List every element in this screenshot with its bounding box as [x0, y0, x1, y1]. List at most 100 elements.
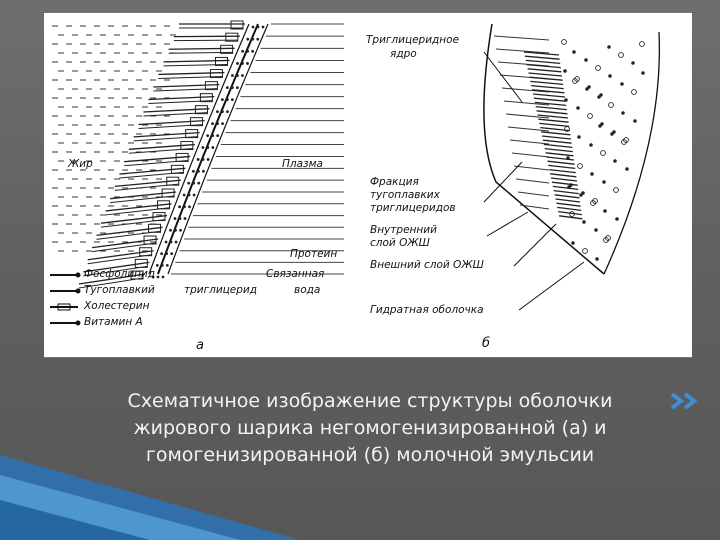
- water-dot: [261, 25, 265, 29]
- lipid-head: [199, 93, 213, 103]
- dense-layer: [548, 164, 576, 170]
- water-dot: [241, 49, 245, 53]
- particle: [595, 65, 601, 71]
- leader-line: [518, 261, 585, 311]
- lipid-tail: [110, 191, 177, 200]
- particle: [561, 39, 567, 45]
- dense-layer: [526, 63, 561, 69]
- legend-symbol: [75, 288, 81, 294]
- dense-layer: [536, 110, 568, 115]
- panel-b-drawing: [483, 23, 661, 311]
- particle: [641, 71, 645, 75]
- particle: [610, 132, 614, 136]
- water-dot: [156, 275, 160, 279]
- leader-line: [483, 161, 523, 203]
- water-dot: [216, 110, 219, 114]
- lipid-tail: [143, 108, 210, 113]
- dense-layer: [544, 147, 573, 153]
- dense-layer: [551, 181, 578, 186]
- core-ray: [515, 178, 550, 184]
- lipid-head: [175, 152, 189, 162]
- particle: [639, 41, 645, 47]
- dense-layer: [541, 131, 571, 136]
- water-dot: [230, 98, 234, 102]
- particle: [569, 183, 573, 187]
- water-dot: [236, 62, 239, 65]
- lipid-tail: [105, 203, 172, 212]
- water-dot: [225, 86, 229, 90]
- particle: [600, 122, 604, 126]
- water-dot: [246, 49, 250, 53]
- label-phospholipid: Фосфолипид: [84, 268, 156, 280]
- water-dot: [251, 49, 255, 53]
- water-dot: [170, 252, 174, 256]
- label-plasma: Плазма: [282, 158, 323, 170]
- lipid-tail: [87, 254, 152, 265]
- water-dot: [173, 217, 177, 220]
- water-dot: [241, 62, 244, 65]
- particle: [567, 185, 571, 189]
- dense-layer: [528, 72, 563, 77]
- particle: [621, 111, 625, 115]
- lipid-head: [148, 223, 162, 233]
- water-dot: [192, 193, 196, 197]
- dense-layer: [530, 80, 564, 86]
- leader-line: [486, 211, 529, 237]
- lipid-tail: [138, 120, 205, 126]
- dense-layer: [549, 168, 576, 174]
- particle: [579, 193, 583, 197]
- water-dot: [165, 263, 169, 267]
- water-dot: [235, 86, 239, 90]
- lipid-head: [220, 44, 234, 54]
- particle: [572, 50, 576, 54]
- label-triglyceride: триглицерид: [184, 284, 258, 296]
- water-dot: [179, 228, 182, 232]
- dense-layer: [537, 114, 569, 119]
- legend-symbol: [75, 272, 81, 278]
- dense-layer: [550, 177, 578, 182]
- lipid-tail: [148, 96, 215, 101]
- dense-layer: [525, 59, 561, 65]
- lipid-tail: [128, 143, 195, 150]
- lipid-head: [185, 129, 199, 139]
- water-dot: [206, 158, 210, 161]
- water-dot: [246, 37, 250, 41]
- particle: [599, 93, 603, 97]
- diagram-figure: Жир Плазма Протеин Фосфолипид Связанная …: [44, 12, 692, 358]
- water-dot: [196, 158, 200, 161]
- slide-caption: Схематичное изображение структуры оболоч…: [60, 388, 680, 469]
- core-ray: [493, 35, 550, 41]
- water-dot: [161, 275, 165, 279]
- particle: [582, 248, 588, 254]
- dense-layer: [531, 84, 564, 90]
- dense-layer: [543, 143, 573, 149]
- dense-layer: [553, 189, 579, 195]
- lipid-tail: [78, 277, 144, 289]
- lipid-tail: [114, 179, 181, 188]
- water-dot: [188, 205, 191, 209]
- particle: [584, 58, 588, 62]
- core-ray: [505, 113, 550, 119]
- particle: [625, 167, 629, 171]
- caption-line-1: Схематичное изображение структуры оболоч…: [127, 390, 613, 412]
- water-dot: [216, 122, 219, 126]
- water-dot: [226, 110, 229, 114]
- lipid-tail: [168, 51, 233, 54]
- water-dot: [169, 240, 173, 244]
- leader-line: [513, 223, 557, 267]
- water-dot: [160, 252, 164, 256]
- water-dot: [216, 134, 220, 138]
- particle: [613, 159, 617, 163]
- particle: [598, 124, 602, 128]
- dense-layer: [542, 139, 572, 144]
- particle: [587, 85, 591, 89]
- label-core-2: ядро: [390, 48, 417, 60]
- label-inner-layer-1: Внутренний: [370, 224, 437, 236]
- water-dot: [178, 205, 181, 209]
- core-ray: [507, 126, 550, 132]
- particle: [590, 172, 594, 176]
- particle: [571, 241, 575, 245]
- lipid-tail: [163, 63, 228, 67]
- particle: [576, 106, 580, 110]
- water-dot: [206, 146, 210, 149]
